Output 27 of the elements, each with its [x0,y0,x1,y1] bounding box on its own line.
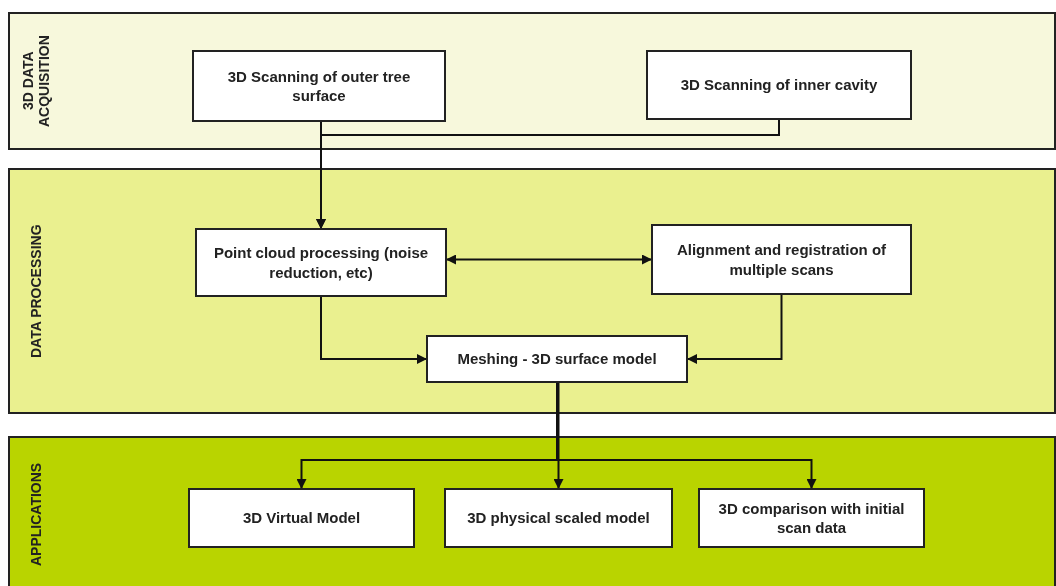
arrow [687,294,783,364]
process-box [192,50,446,122]
process-label: Meshing - 3D surface model [457,349,657,369]
process-label: 3D comparison with initial scan data [717,498,906,538]
process-box [646,50,912,120]
process-label: 3D physical scaled model [467,508,650,528]
process-box [188,488,415,548]
process-box [426,335,688,383]
stage-band [8,168,1056,414]
stage-band [8,436,1056,586]
arrow [553,382,564,489]
process-label: Alignment and registration of multiple scans [675,240,888,279]
process-label: 3D Scanning of outer tree surface [226,66,412,106]
process-box [651,224,912,295]
process-box [195,228,447,297]
process-label: 3D Virtual Model [242,508,361,528]
arrow [316,119,780,229]
process-box [698,488,925,548]
process-label: 3D Scanning of inner cavity [680,75,878,95]
stage-label: DATA PROCESSING [26,223,45,360]
stage-band [8,12,1056,150]
stage-label: APPLICATIONS [26,461,45,568]
process-label: Point cloud processing (noise reduction, etc) [212,243,430,282]
arrow [320,296,427,364]
stage-label: 3D DATA ACQUISITION [18,34,53,129]
arrow [446,254,652,265]
process-box [444,488,673,548]
